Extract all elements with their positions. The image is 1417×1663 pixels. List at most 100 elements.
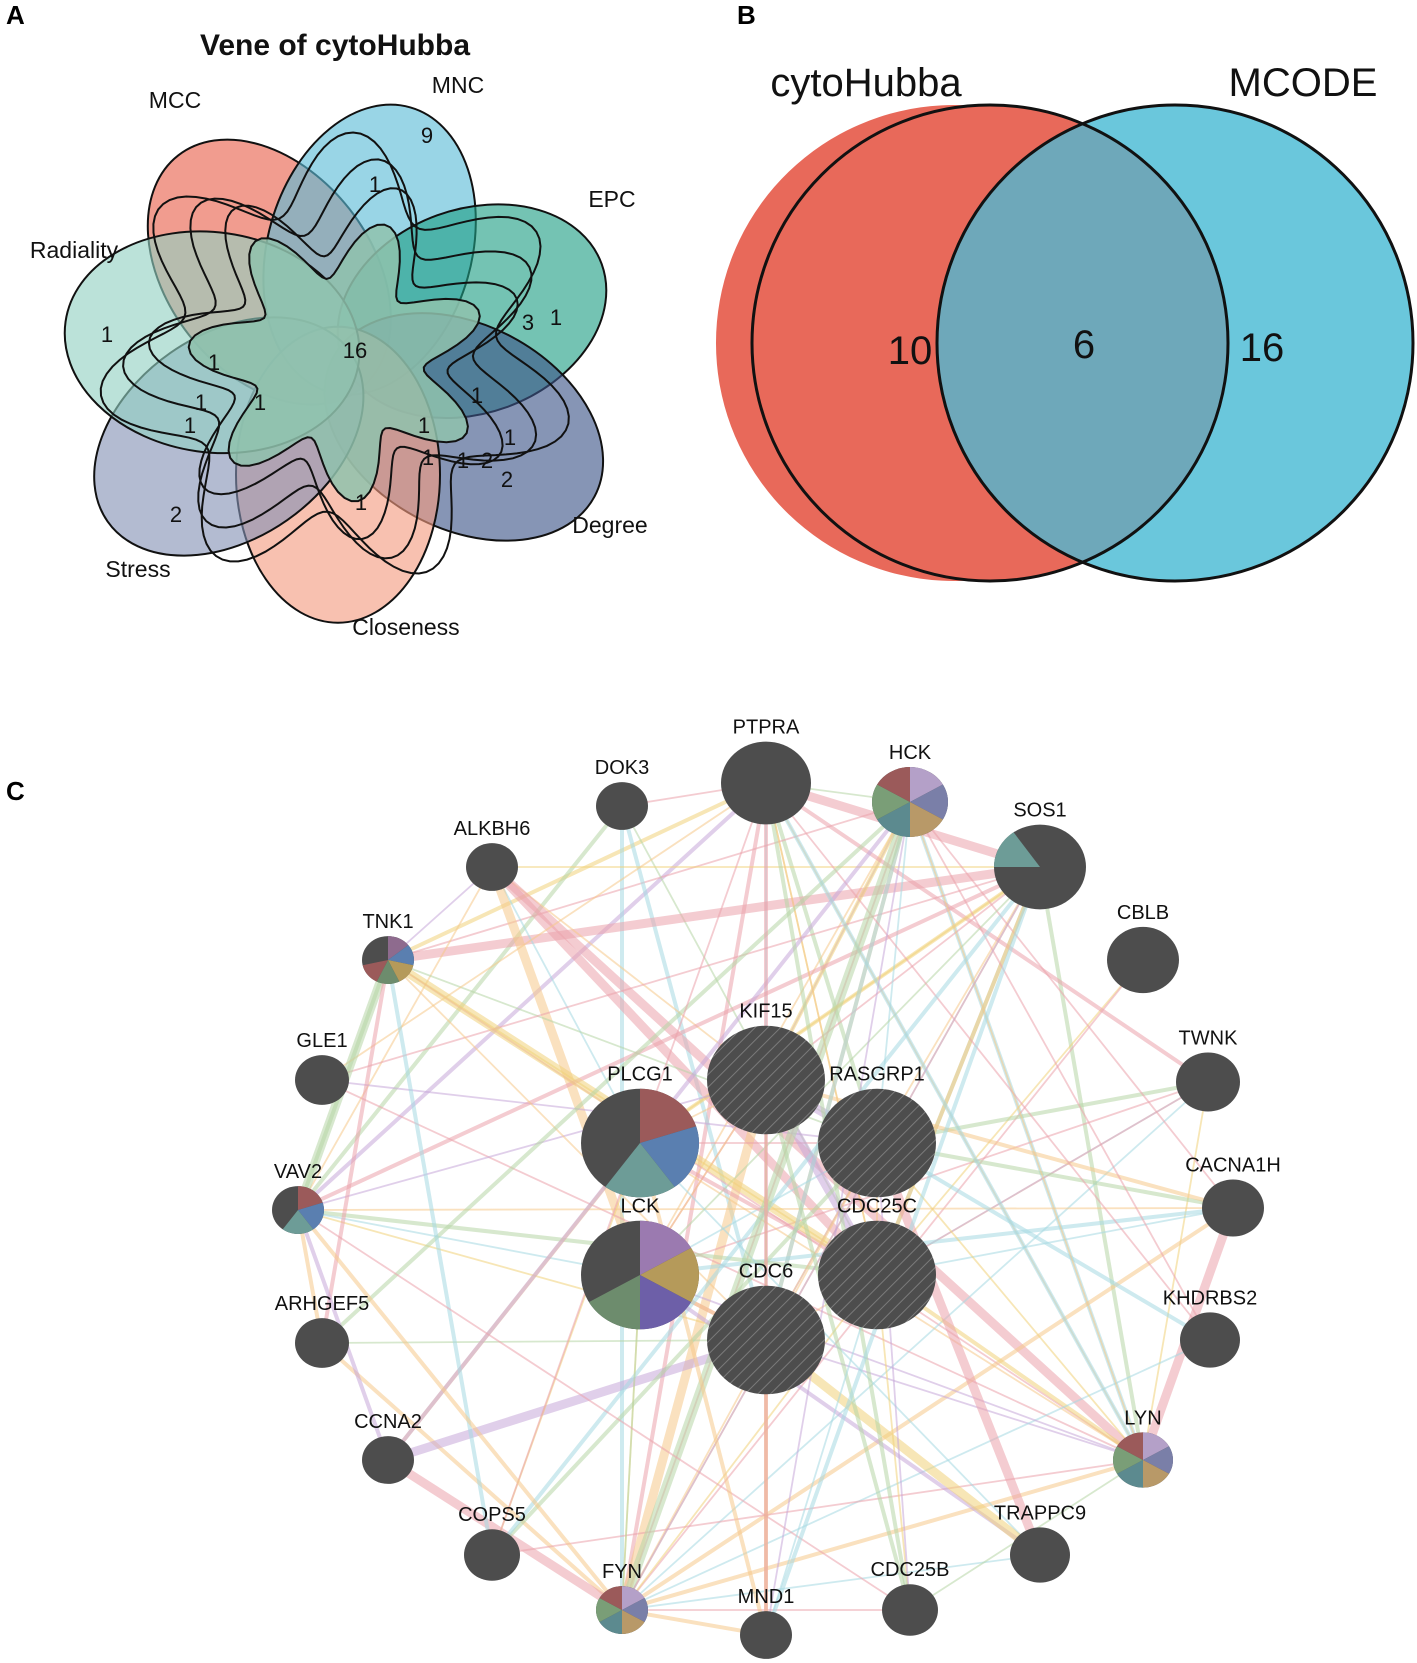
node-cacna1h[interactable]: CACNA1H [1185,1154,1281,1237]
flower-venn [63,103,608,624]
count-cytohubba-only: 10 [888,329,933,373]
set-label-closeness: Closeness [352,614,459,640]
network-edge [1038,866,1145,1461]
region-count: 1 [422,445,434,470]
region-count: 1 [369,172,381,197]
pie-slice [388,960,414,982]
node-circle [464,1529,520,1581]
node-khdrbs2[interactable]: KHDRBS2 [1163,1287,1257,1368]
region-count: 1 [195,390,207,415]
pie-slice [388,945,414,966]
region-count: 1 [355,490,367,515]
node-hck[interactable]: HCK [871,742,949,837]
node-arhgef5[interactable]: ARHGEF5 [275,1293,369,1368]
set-label-radiality: Radiality [30,237,119,263]
venn-region-counts: 9 1 1 3 1 1 1 1 2 2 1 1 1 1 1 2 1 1 16 [101,123,562,527]
set-label-mnc: MNC [432,72,484,98]
node-lyn[interactable]: LYN [1112,1407,1174,1488]
node-dok3[interactable]: DOK3 [595,757,649,830]
node-circle [362,1436,414,1484]
network-edge [876,801,911,1144]
node-circle [882,1584,938,1636]
pie-slice [1117,1460,1143,1488]
node-label: LYN [1124,1407,1161,1429]
pie-slice [1112,1446,1143,1474]
node-circle [1107,926,1179,994]
node-cblb[interactable]: CBLB [1107,902,1179,994]
node-tnk1[interactable]: TNK1 [362,911,414,984]
venn-core [187,223,481,503]
pie-slice [282,1210,314,1234]
network-edge [909,801,1234,1209]
venn-wavy-outlines [99,131,570,575]
panel-letter-a: A [6,0,25,30]
network-edge [386,1335,768,1465]
network-edge [297,1208,878,1277]
node-twnk[interactable]: TWNK [1176,1028,1240,1112]
pie-slice [622,1598,649,1622]
network-edge [639,1206,1234,1277]
pie-slice [1117,1432,1143,1460]
set-title-mcode: MCODE [1229,61,1378,105]
panel-c: C PTPRAHCKDOK3SOS1ALKBH6CBLBTNK1KIF15TWN… [6,717,1281,1659]
pie-slice [877,802,910,837]
pie-slice [871,784,910,820]
network-edge [491,1459,1144,1556]
node-rasgrp1[interactable]: RASGRP1 [818,1064,936,1198]
mcode-outline [935,103,1415,583]
network-edge [620,782,768,1611]
network-edge [387,801,911,961]
node-label: MND1 [738,1586,795,1608]
node-label: TNK1 [362,911,413,933]
region-count: 1 [550,305,562,330]
pie-slice [910,802,943,837]
venn-wavy-outline [122,158,538,560]
pie-slice [640,1088,697,1143]
node-label: CDC6 [739,1261,793,1283]
venn-title: Vene of cytoHubba [200,29,470,62]
cytohubba-outline [750,103,1230,583]
node-fyn[interactable]: FYN [595,1561,649,1634]
node-gle1[interactable]: GLE1 [295,1030,349,1105]
node-lck[interactable]: LCK [581,1196,699,1330]
node-cdc25c[interactable]: CDC25C [818,1196,936,1330]
node-ccna2[interactable]: CCNA2 [354,1411,422,1484]
node-sos1[interactable]: SOS1 [993,800,1086,910]
node-alkbh6[interactable]: ALKBH6 [454,818,531,891]
region-count: 2 [501,467,513,492]
network-edge [491,866,767,1081]
node-trappc9[interactable]: TRAPPC9 [994,1502,1086,1583]
node-mnd1[interactable]: MND1 [738,1586,795,1659]
pie-slice [910,767,943,802]
set-label-epc: EPC [588,186,635,212]
node-ptpra[interactable]: PTPRA [721,717,811,825]
node-cdc25b[interactable]: CDC25B [871,1559,950,1636]
venn-wavy-outline [99,131,570,575]
node-cops5[interactable]: COPS5 [458,1504,526,1581]
node-cdc6[interactable]: CDC6 [707,1261,825,1395]
network-edge [621,866,1041,1611]
node-kif15[interactable]: KIF15 [707,1001,825,1135]
node-vav2[interactable]: VAV2 [272,1161,324,1234]
network-edge [764,1079,912,1611]
network-edge [621,1274,641,1611]
pie-slice [599,1610,622,1634]
node-label: CBLB [1117,902,1169,924]
network-edge [764,782,1145,1461]
node-plcg1[interactable]: PLCG1 [581,1064,699,1198]
network-edge [296,1208,624,1612]
region-count: 1 [471,383,483,408]
region-count: 1 [101,322,113,347]
network-edge [764,782,879,1144]
region-count: 1 [418,413,430,438]
panel-letter-b: B [737,0,756,30]
node-label: ARHGEF5 [275,1293,369,1315]
pie-slice [910,784,949,820]
node-circle [1180,1312,1240,1368]
region-count: 9 [421,123,433,148]
node-label: GLE1 [296,1030,347,1052]
region-count: 2 [481,448,493,473]
network-edge [876,1207,1234,1276]
